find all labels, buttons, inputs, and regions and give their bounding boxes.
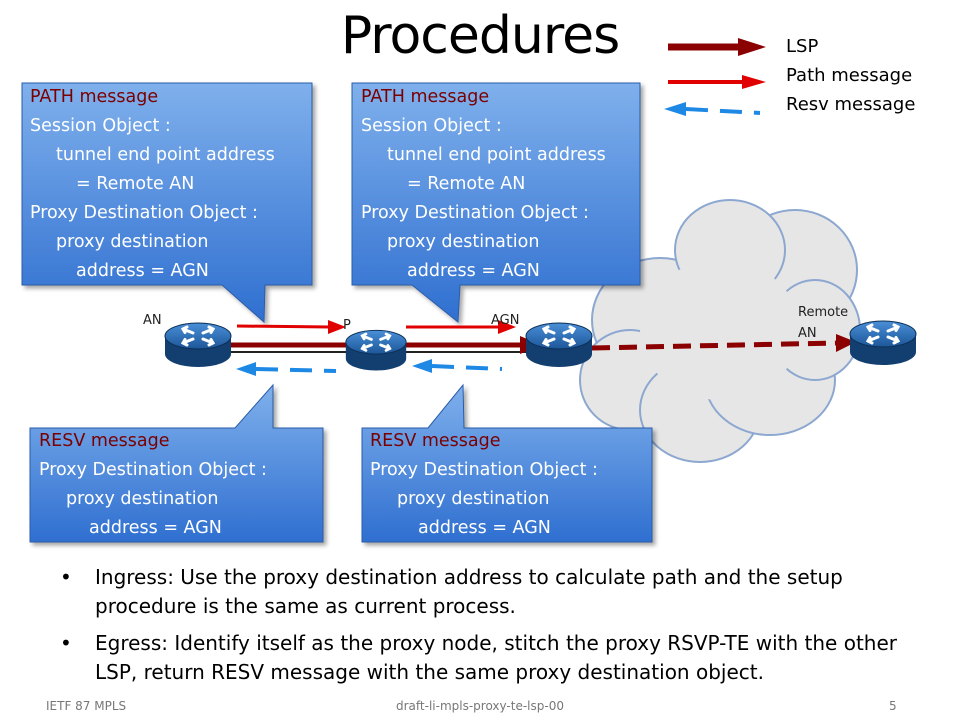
bullet-list: • Ingress: Use the proxy destination add… (60, 563, 930, 695)
callout-line: Session Object : (30, 116, 171, 136)
callout-path1-shape (21, 82, 313, 324)
node-label-an: AN (143, 313, 162, 328)
page-title: Procedures (340, 6, 620, 66)
footer-left: IETF 87 MPLS (46, 699, 127, 713)
path-arrow-an-p (236, 320, 346, 334)
callout-path2-shape (351, 82, 641, 324)
callout-resv1-shape (29, 383, 324, 543)
callout-line: proxy destination (397, 489, 550, 509)
legend-lsp-label: LSP (786, 36, 819, 57)
callout-line: Session Object : (361, 116, 502, 136)
callout-line: address = AGN (76, 261, 209, 281)
remote-network-cloud (579, 199, 861, 463)
router-an-icon (163, 321, 233, 369)
callout-line: = Remote AN (407, 174, 526, 194)
router-remote-an-icon (848, 319, 918, 367)
path-arrow-p-agn (406, 320, 516, 334)
callout-line: tunnel end point address (387, 145, 606, 165)
callout-line: Proxy Destination Object : (39, 460, 267, 480)
callout-line: proxy destination (66, 489, 219, 509)
resv-arrow-agn-p (412, 359, 503, 373)
callout-line: tunnel end point address (56, 145, 275, 165)
bullet-text: Ingress: Use the proxy destination addre… (95, 565, 843, 618)
callout-line: proxy destination (387, 232, 540, 252)
callout-line: Proxy Destination Object : (361, 203, 589, 223)
legend-resv-line (664, 102, 761, 116)
node-label-agn: AGN (491, 313, 520, 328)
legend-resv-label: Resv message (786, 94, 916, 115)
callout-resv1: RESV message Proxy Destination Object : … (39, 427, 267, 543)
callout-path1: PATH message Session Object : tunnel end… (30, 83, 275, 286)
resv-arrow-p-an (236, 362, 337, 376)
bullet-dot-icon: • (60, 631, 72, 655)
footer-page-number: 5 (889, 699, 897, 713)
node-label-remote-line2: AN (798, 326, 817, 341)
router-agn-icon (524, 321, 594, 369)
legend-path-line (668, 75, 766, 89)
node-label-p: P (343, 318, 351, 333)
callout-line: address = AGN (407, 261, 540, 281)
footer-center: draft-li-mpls-proxy-te-lsp-00 (396, 699, 564, 713)
node-label-remote-line1: Remote (798, 305, 849, 320)
callout-line: = Remote AN (76, 174, 195, 194)
callout-line: address = AGN (418, 518, 551, 538)
callout-header: PATH message (361, 87, 490, 107)
bullet-item: • Egress: Identify itself as the proxy n… (60, 629, 930, 687)
callout-header: RESV message (39, 431, 170, 451)
bullet-dot-icon: • (60, 565, 72, 589)
callout-resv2-shape (361, 383, 653, 543)
callout-line: Proxy Destination Object : (370, 460, 598, 480)
callout-line: address = AGN (89, 518, 222, 538)
callout-header: RESV message (370, 431, 501, 451)
bullet-item: • Ingress: Use the proxy destination add… (60, 563, 930, 621)
bullet-text: Egress: Identify itself as the proxy nod… (95, 631, 897, 684)
callout-line: Proxy Destination Object : (30, 203, 258, 223)
router-p-icon (344, 328, 408, 372)
lsp-remote-segment (591, 334, 856, 352)
callout-path2: PATH message Session Object : tunnel end… (361, 83, 606, 286)
callout-header: PATH message (30, 87, 159, 107)
callout-line: proxy destination (56, 232, 209, 252)
legend-lsp-line (668, 38, 766, 56)
node-label-remote-an: Remote AN (798, 304, 848, 343)
callout-resv2: RESV message Proxy Destination Object : … (370, 427, 598, 543)
legend-path-label: Path message (786, 65, 913, 86)
